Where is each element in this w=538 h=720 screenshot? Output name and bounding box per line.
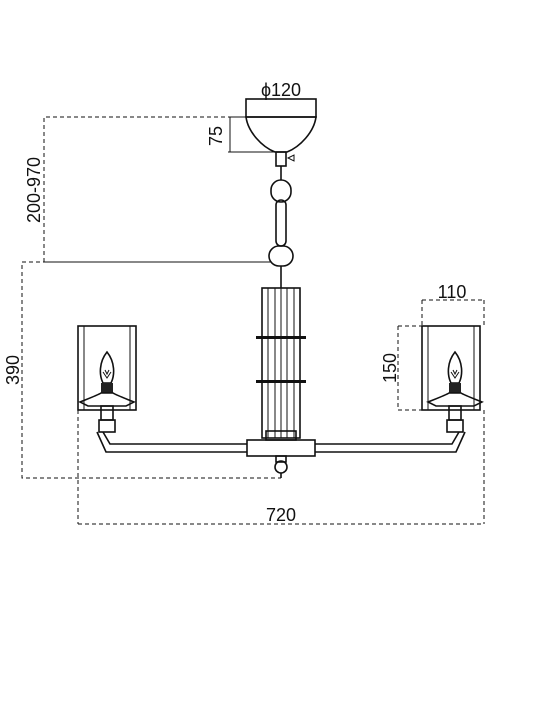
left-bulb-holder	[78, 392, 136, 433]
shade-height-dimension	[397, 325, 424, 411]
right-bulb	[447, 350, 463, 393]
body-height-label: 390	[3, 355, 23, 385]
suspension-length-label: 200-970	[24, 157, 44, 223]
overall-width-label: 720	[266, 505, 296, 525]
canopy-height-label: 75	[206, 126, 226, 146]
suspension-chain	[268, 166, 294, 288]
body-height-dimension	[21, 261, 281, 479]
canopy-height-dimension	[228, 116, 275, 153]
ceiling-canopy	[245, 98, 317, 167]
shade-width-dimension	[421, 299, 485, 326]
right-glass-shade	[421, 325, 481, 411]
shade-width-label: 110	[438, 282, 467, 302]
suspension-length-dimension	[43, 116, 271, 263]
left-bulb	[99, 350, 115, 393]
shade-height-label: 150	[380, 353, 400, 383]
overall-width-dimension	[77, 410, 485, 525]
left-arm	[96, 431, 247, 453]
right-arm	[315, 431, 466, 453]
right-bulb-holder	[426, 392, 484, 433]
central-hub	[246, 430, 316, 478]
canopy-diameter-label: ϕ120	[261, 80, 301, 100]
central-column	[256, 287, 306, 439]
left-glass-shade	[77, 325, 137, 411]
